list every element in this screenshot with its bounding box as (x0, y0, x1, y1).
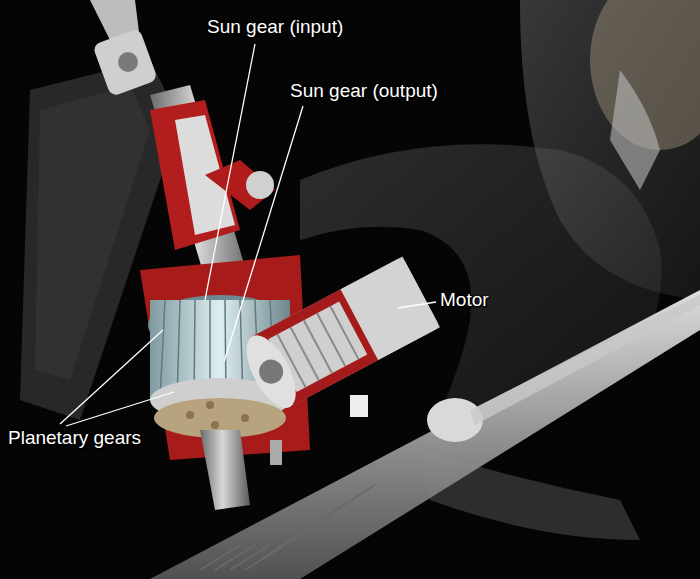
part-label: Motor (440, 289, 489, 311)
part-label: Planetary gears (8, 427, 141, 449)
part-label: Sun gear (input) (207, 16, 343, 38)
part-label: Sun gear (output) (290, 80, 438, 102)
